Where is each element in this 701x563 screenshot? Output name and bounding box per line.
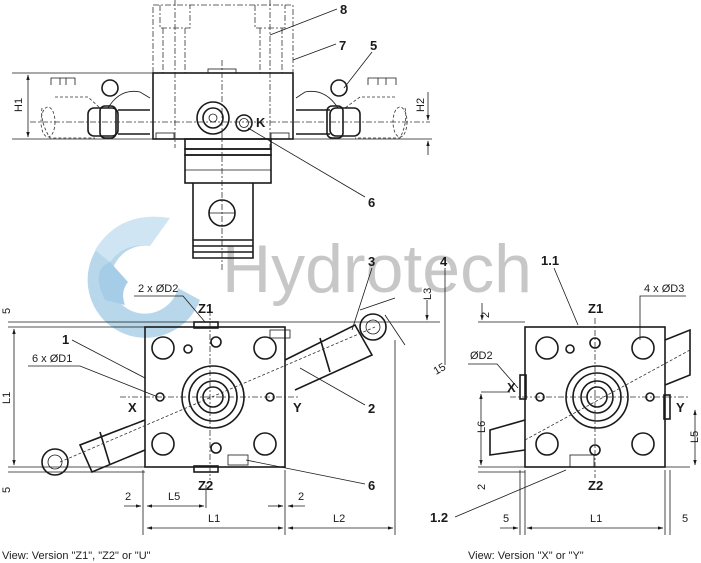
dim-l5: L5 [168, 491, 180, 503]
callout-1-2: 1.2 [430, 510, 448, 525]
note-6xd1: 6 x ØD1 [32, 353, 72, 365]
dim-top-2: 2 [480, 312, 492, 318]
left-view: Z1 Z2 X Y 2 x ØD2 6 x ØD1 1 3 4 2 6 5 L1… [1, 254, 448, 562]
port-y-right: Y [676, 400, 685, 415]
watermark-text: Hydrotech [222, 231, 532, 307]
dim-l1-right: L1 [590, 513, 602, 525]
port-y-left: Y [293, 400, 302, 415]
caption-right-view: View: Version "X" or "Y" [468, 550, 584, 562]
callout-4: 4 [440, 254, 448, 269]
port-z1-right: Z1 [588, 301, 603, 316]
right-view: Z1 Z2 X Y 1.1 1.2 4 x ØD3 ØD2 2 L6 2 L5 … [430, 253, 701, 562]
callout-2: 2 [368, 401, 375, 416]
callout-5: 5 [370, 38, 377, 53]
note-4xd3: 4 x ØD3 [644, 283, 684, 295]
dim-l1-vertical: L1 [1, 392, 13, 404]
port-x-right: X [507, 380, 516, 395]
callout-6-left: 6 [368, 478, 375, 493]
port-z2-right: Z2 [588, 478, 603, 493]
port-z1-left: Z1 [198, 301, 213, 316]
note-2xd2: 2 x ØD2 [138, 283, 178, 295]
dim-top-5: 5 [1, 308, 13, 314]
note-d2: ØD2 [470, 350, 493, 362]
dim-left-5: 5 [503, 513, 509, 525]
callout-6-top: 6 [368, 195, 375, 210]
dim-h2: H2 [415, 98, 427, 112]
dim-h1: H1 [13, 98, 25, 112]
dim-l6: L6 [476, 421, 488, 433]
port-z2-left: Z2 [198, 478, 213, 493]
dim-bottom-5: 5 [1, 487, 13, 493]
dim-left-2: 2 [125, 491, 131, 503]
dim-bottom-2: 2 [476, 484, 488, 490]
callout-8: 8 [340, 2, 347, 17]
dim-l2: L2 [333, 513, 345, 525]
top-view: K H1 H2 [12, 0, 432, 270]
dim-l3: L3 [422, 288, 434, 300]
port-k-label: K [256, 115, 266, 130]
caption-left-view: View: Version "Z1", "Z2" or "U" [2, 550, 151, 562]
port-x-left: X [128, 400, 137, 415]
callout-7: 7 [339, 38, 346, 53]
hydrotech-logo-icon [87, 216, 200, 338]
dim-right-5: 5 [682, 513, 688, 525]
dim-right-2: 2 [298, 491, 304, 503]
callout-3: 3 [368, 254, 375, 269]
dim-l1-horizontal: L1 [208, 513, 220, 525]
callout-1: 1 [62, 332, 69, 347]
dim-15: 15 [432, 361, 449, 378]
callout-1-1: 1.1 [541, 253, 559, 268]
